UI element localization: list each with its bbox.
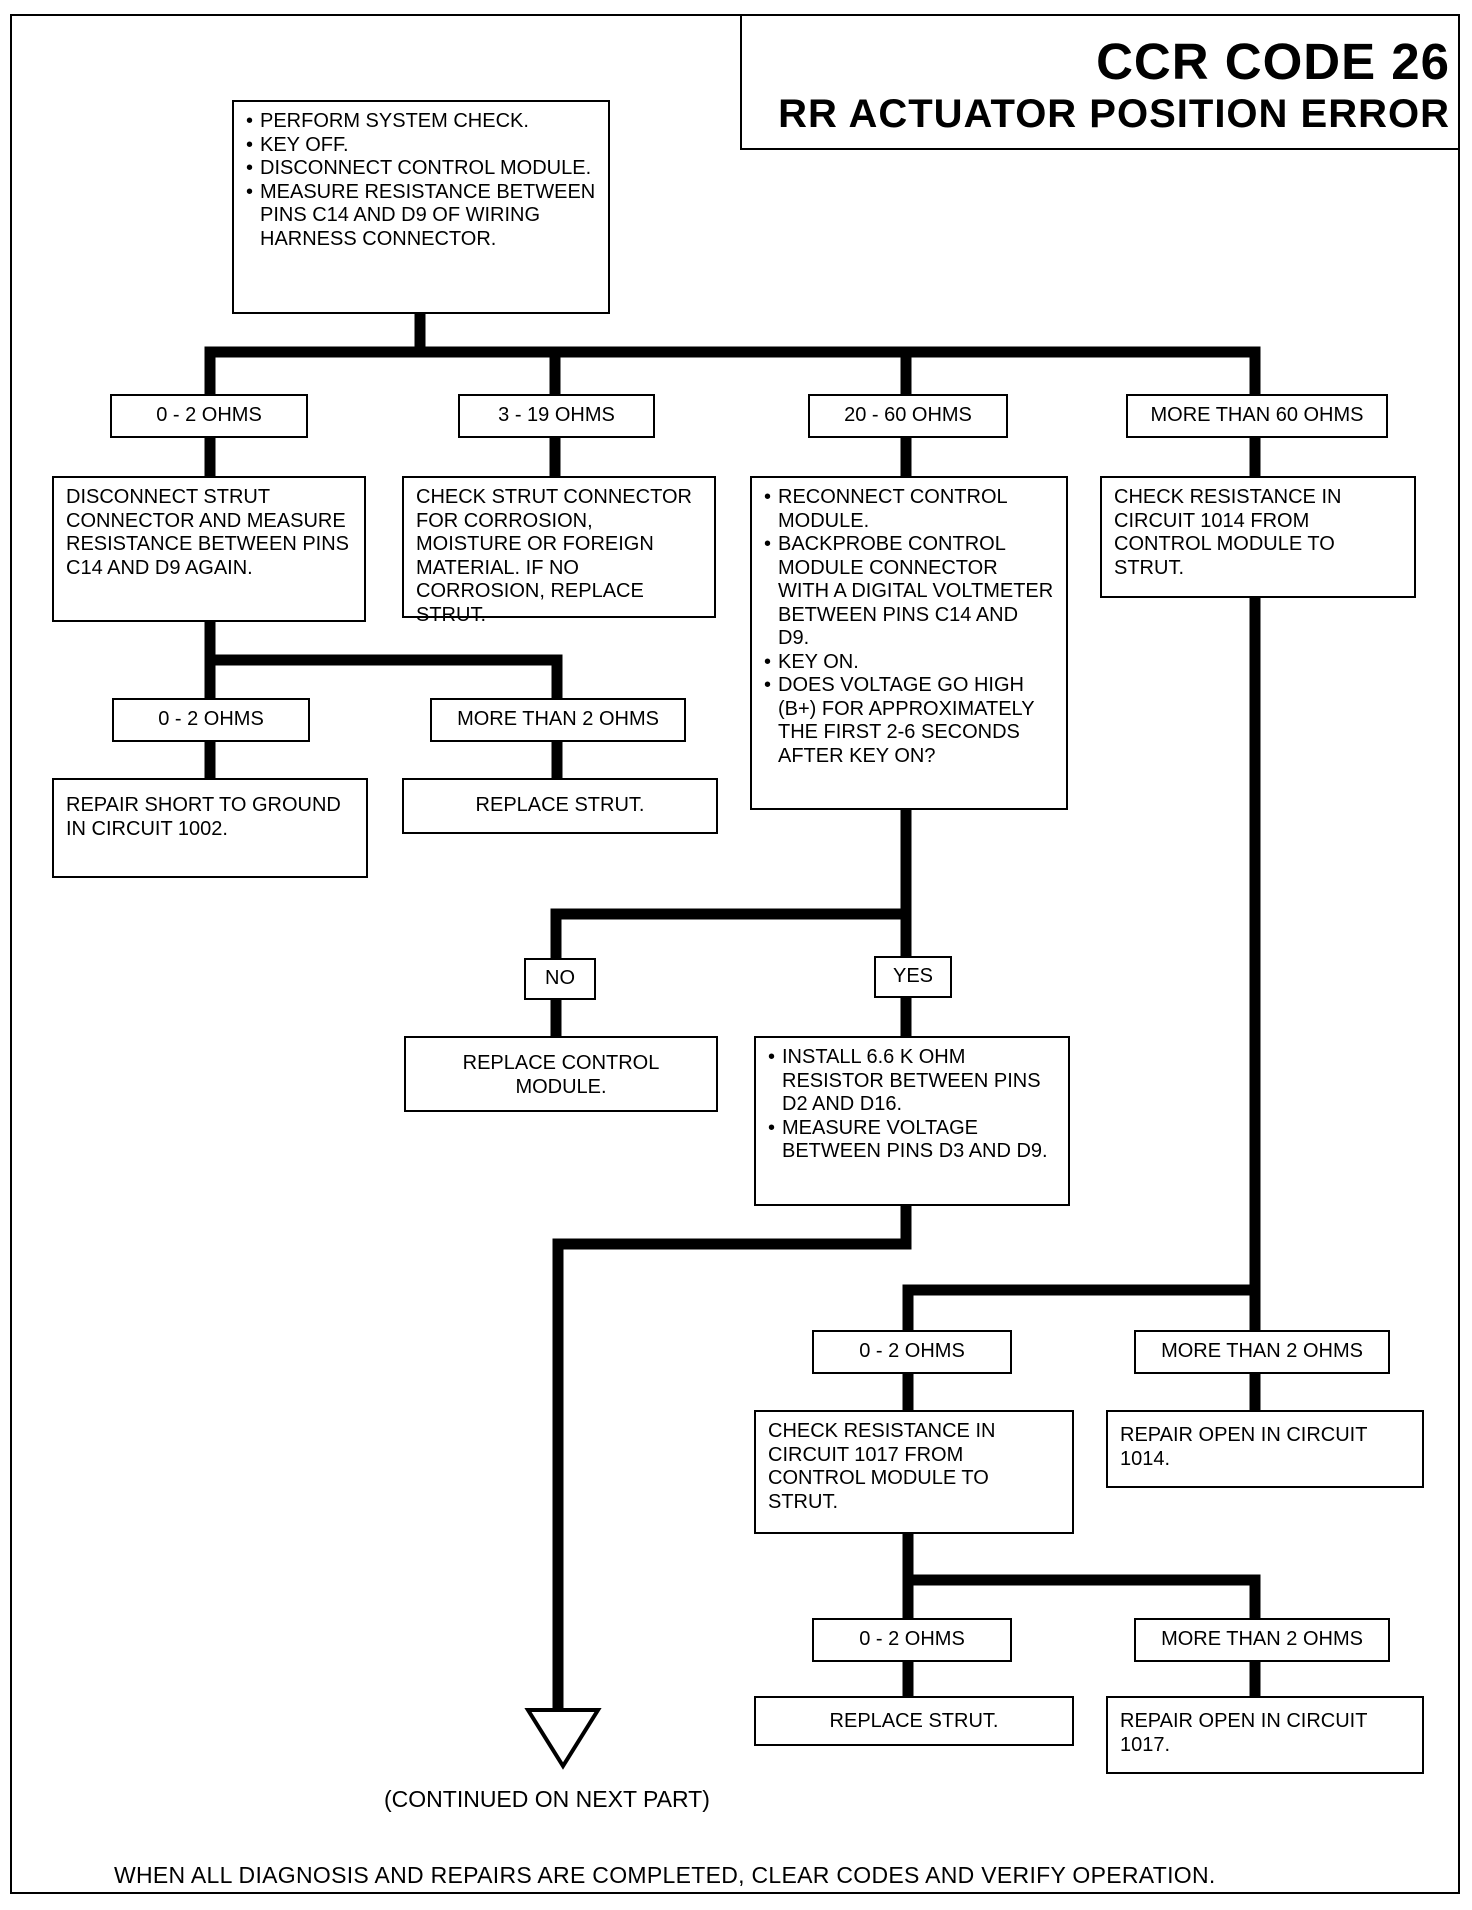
b3-step-item: KEY ON. bbox=[764, 651, 1054, 675]
start-step-box: PERFORM SYSTEM CHECK. KEY OFF. DISCONNEC… bbox=[232, 100, 610, 314]
page-frame bbox=[10, 14, 1460, 1894]
b4-low2-result-box: REPLACE STRUT. bbox=[754, 1696, 1074, 1746]
branch-label-0-2-ohms: 0 - 2 OHMS bbox=[110, 394, 308, 438]
b4-low-action-box: CHECK RESISTANCE IN CIRCUIT 1017 FROM CO… bbox=[754, 1410, 1074, 1534]
start-step-item: KEY OFF. bbox=[246, 134, 596, 158]
b1-high-result-box: REPLACE STRUT. bbox=[402, 778, 718, 834]
b3-action-box: RECONNECT CONTROL MODULE. BACKPROBE CONT… bbox=[750, 476, 1068, 810]
b3-step-item: BACKPROBE CONTROL MODULE CONNECTOR WITH … bbox=[764, 533, 1054, 651]
b4-high2-result-box: REPAIR OPEN IN CIRCUIT 1017. bbox=[1106, 1696, 1424, 1774]
b3-step-item: RECONNECT CONTROL MODULE. bbox=[764, 486, 1054, 533]
page-title: CCR CODE 26 bbox=[1096, 33, 1450, 90]
b1-high-label: MORE THAN 2 OHMS bbox=[430, 698, 686, 742]
continuation-arrow bbox=[524, 1708, 602, 1770]
b4-low-label: 0 - 2 OHMS bbox=[812, 1330, 1012, 1374]
b3-yes-label: YES bbox=[874, 956, 952, 998]
start-step-list: PERFORM SYSTEM CHECK. KEY OFF. DISCONNEC… bbox=[246, 110, 596, 251]
start-step-item: MEASURE RESISTANCE BETWEEN PINS C14 AND … bbox=[246, 181, 596, 252]
b3-yes-result-box: INSTALL 6.6 K OHM RESISTOR BETWEEN PINS … bbox=[754, 1036, 1070, 1206]
b4-action-box: CHECK RESISTANCE IN CIRCUIT 1014 FROM CO… bbox=[1100, 476, 1416, 598]
b3-step-item: DOES VOLTAGE GO HIGH (B+) FOR APPROXIMAT… bbox=[764, 674, 1054, 768]
continued-note: (CONTINUED ON NEXT PART) bbox=[384, 1786, 710, 1812]
branch-label-more-than-60-ohms: MORE THAN 60 OHMS bbox=[1126, 394, 1388, 438]
branch-label-20-60-ohms: 20 - 60 OHMS bbox=[808, 394, 1008, 438]
footer-note: WHEN ALL DIAGNOSIS AND REPAIRS ARE COMPL… bbox=[114, 1862, 1216, 1888]
b1-low-result-box: REPAIR SHORT TO GROUND IN CIRCUIT 1002. bbox=[52, 778, 368, 878]
b3-yes-step-list: INSTALL 6.6 K OHM RESISTOR BETWEEN PINS … bbox=[768, 1046, 1056, 1164]
b4-high2-label: MORE THAN 2 OHMS bbox=[1134, 1618, 1390, 1662]
b3-no-label: NO bbox=[524, 958, 596, 1000]
b3-yes-step-item: MEASURE VOLTAGE BETWEEN PINS D3 AND D9. bbox=[768, 1117, 1056, 1164]
b3-step-list: RECONNECT CONTROL MODULE. BACKPROBE CONT… bbox=[764, 486, 1054, 768]
b4-high-result-box: REPAIR OPEN IN CIRCUIT 1014. bbox=[1106, 1410, 1424, 1488]
title-block: CCR CODE 26 RR ACTUATOR POSITION ERROR bbox=[740, 14, 1460, 150]
start-step-item: DISCONNECT CONTROL MODULE. bbox=[246, 157, 596, 181]
b4-low2-label: 0 - 2 OHMS bbox=[812, 1618, 1012, 1662]
page-subtitle: RR ACTUATOR POSITION ERROR bbox=[778, 92, 1450, 136]
b1-low-label: 0 - 2 OHMS bbox=[112, 698, 310, 742]
b3-yes-step-item: INSTALL 6.6 K OHM RESISTOR BETWEEN PINS … bbox=[768, 1046, 1056, 1117]
b1-action-box: DISCONNECT STRUT CONNECTOR AND MEASURE R… bbox=[52, 476, 366, 622]
b3-no-result-box: REPLACE CONTROL MODULE. bbox=[404, 1036, 718, 1112]
start-step-item: PERFORM SYSTEM CHECK. bbox=[246, 110, 596, 134]
branch-label-3-19-ohms: 3 - 19 OHMS bbox=[458, 394, 655, 438]
b4-high-label: MORE THAN 2 OHMS bbox=[1134, 1330, 1390, 1374]
b2-action-box: CHECK STRUT CONNECTOR FOR CORROSION, MOI… bbox=[402, 476, 716, 626]
